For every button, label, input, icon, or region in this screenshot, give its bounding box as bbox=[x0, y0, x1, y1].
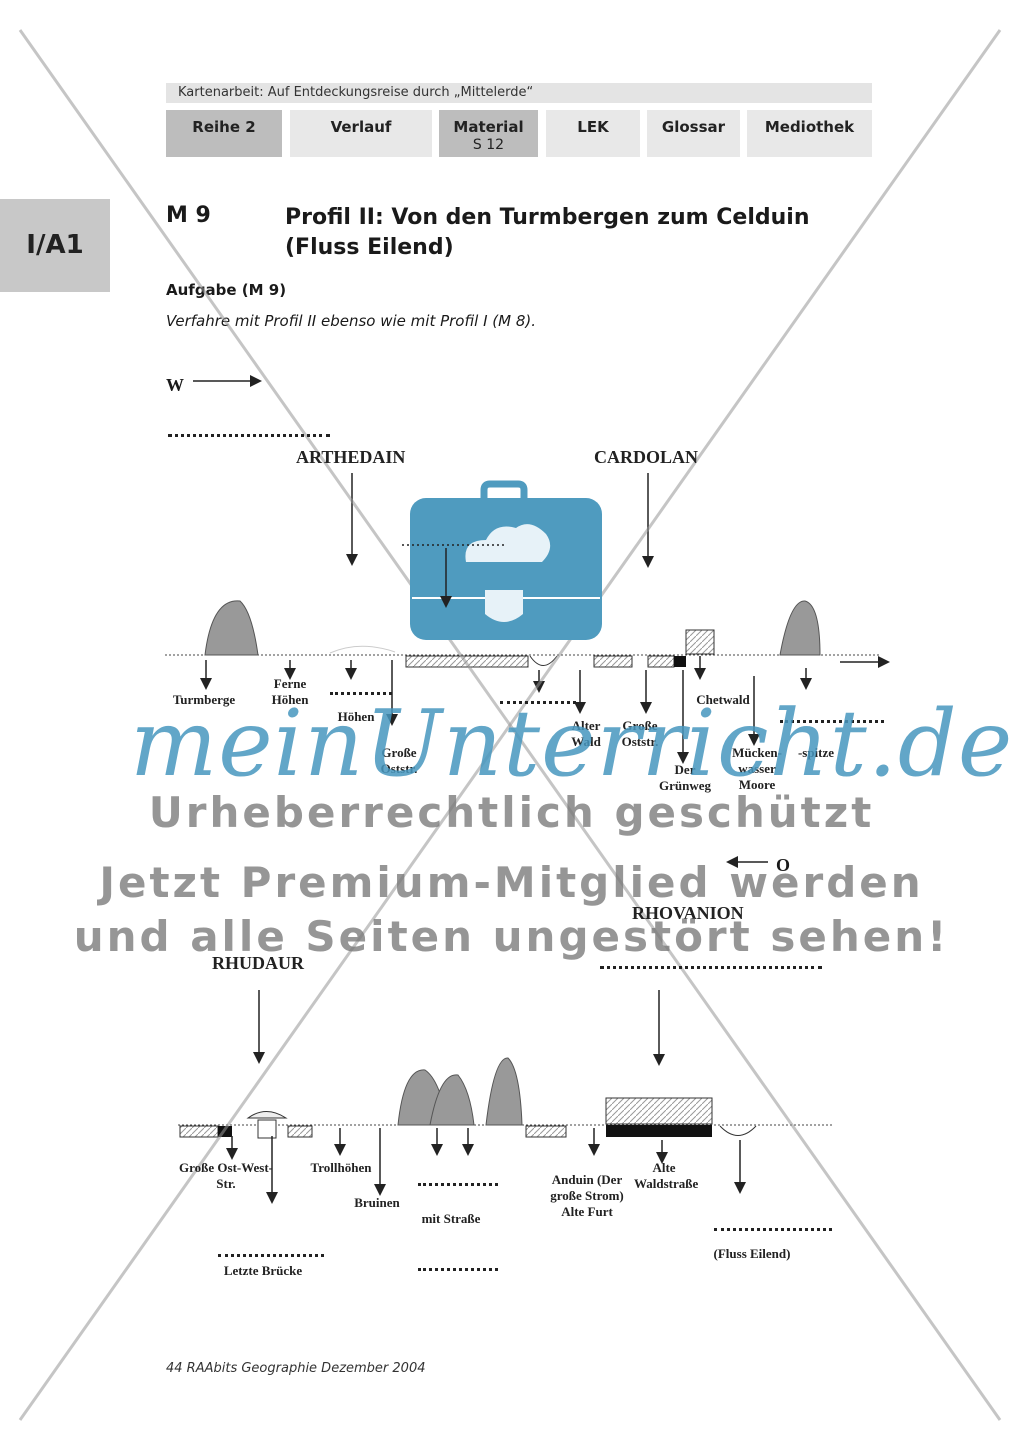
direction-west: W bbox=[166, 375, 184, 395]
blank-line bbox=[714, 1228, 832, 1231]
label-letzte-bruecke: Letzte Brücke bbox=[223, 1263, 303, 1278]
tab-reihe[interactable]: Reihe 2 bbox=[166, 110, 282, 157]
blank-line bbox=[418, 1268, 498, 1271]
label-bruinen: Bruinen bbox=[354, 1195, 400, 1210]
label-fluss-eilend: (Fluss Eilend) bbox=[713, 1246, 791, 1261]
label-spitze: -spitze bbox=[797, 745, 835, 760]
tab-glossar[interactable]: Glossar bbox=[647, 110, 740, 157]
breadcrumb: Kartenarbeit: Auf Entdeckungsreise durch… bbox=[166, 83, 872, 103]
task-heading: Aufgabe (M 9) bbox=[166, 281, 287, 299]
page-footer: 44 RAAbits Geographie Dezember 2004 bbox=[166, 1361, 426, 1376]
watermark-logo: meinUnterricht.de bbox=[130, 690, 1014, 797]
mountain-turmberge bbox=[204, 600, 259, 656]
label-alte-waldstrasse: Alte Waldstraße bbox=[634, 1160, 699, 1191]
region-rhovanion: RHOVANION bbox=[632, 903, 744, 923]
label-hoehen: Höhen bbox=[337, 709, 375, 724]
label-ferne-hoehen: Ferne Höhen bbox=[271, 676, 309, 707]
label-muecken-wasser-moore: Mücken- wasser Moore bbox=[732, 745, 782, 792]
region-arthedain: ARTHEDAIN bbox=[296, 447, 406, 467]
blank-line bbox=[418, 1183, 498, 1186]
watermark-line-3: und alle Seiten ungestört sehen! bbox=[73, 912, 950, 961]
tab-verlauf[interactable]: Verlauf bbox=[290, 110, 432, 157]
tab-label: LEK bbox=[577, 118, 609, 136]
label-grosse-oststr-2: Große Oststr. bbox=[621, 718, 659, 749]
tab-sublabel: S 12 bbox=[472, 137, 505, 153]
tab-label: Glossar bbox=[661, 118, 726, 136]
watermark-line-2: Jetzt Premium-Mitglied werden bbox=[99, 858, 924, 907]
briefcase-icon bbox=[410, 480, 602, 640]
label-grosse-oststr: Große Oststr. bbox=[380, 745, 418, 776]
blank-line bbox=[168, 434, 330, 437]
label-trollhoehen: Trollhöhen bbox=[310, 1160, 372, 1175]
tab-label: Material bbox=[453, 118, 524, 136]
watermark-line-1: Urheberrechtlich geschützt bbox=[148, 788, 875, 837]
tab-label: Verlauf bbox=[330, 118, 392, 136]
blank-line bbox=[780, 720, 884, 723]
label-mit-strasse: mit Straße bbox=[421, 1211, 481, 1226]
blank-line bbox=[218, 1254, 324, 1257]
tab-mediothek[interactable]: Mediothek bbox=[747, 110, 872, 157]
label-der-gruenweg: Der Grünweg bbox=[659, 762, 711, 793]
material-number: M 9 bbox=[166, 203, 211, 228]
direction-east: O bbox=[776, 855, 791, 875]
tab-lek[interactable]: LEK bbox=[546, 110, 640, 157]
blank-line bbox=[330, 692, 392, 695]
label-anduin: Anduin (Der große Strom) Alte Furt bbox=[550, 1172, 624, 1219]
region-rhudaur: RHUDAUR bbox=[212, 953, 304, 973]
blank-line bbox=[600, 966, 822, 969]
tab-material[interactable]: Material S 12 bbox=[439, 110, 538, 157]
region-cardolan: CARDOLAN bbox=[594, 447, 699, 467]
page-title: Profil II: Von den Turmbergen zum Celdui… bbox=[285, 205, 810, 260]
blank-line bbox=[500, 701, 576, 704]
label-turmberge: Turmberge bbox=[172, 692, 236, 707]
mountain-east bbox=[779, 600, 821, 656]
section-badge: I/A1 bbox=[0, 199, 110, 292]
label-alter-wald: Alter Wald bbox=[571, 718, 601, 749]
label-grosse-ost-west-str: Große Ost-West-Str. bbox=[179, 1160, 273, 1191]
label-chetwald: Chetwald bbox=[696, 692, 750, 707]
task-text: Verfahre mit Profil II ebenso wie mit Pr… bbox=[166, 312, 537, 330]
tab-label: Reihe 2 bbox=[192, 118, 256, 136]
tab-label: Mediothek bbox=[764, 118, 855, 136]
